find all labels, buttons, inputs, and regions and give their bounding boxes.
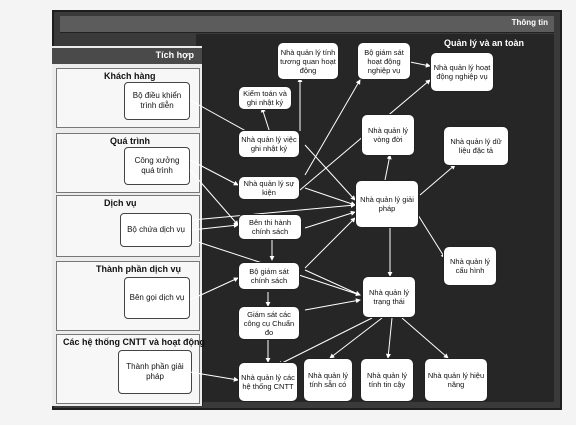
node-performance-manager: Nhà quản lý hiệu năng — [424, 358, 488, 402]
service-invoker-box: Bên gọi dịch vụ — [124, 277, 190, 319]
category-it-systems-label: Các hệ thống CNTT và hoạt động — [63, 337, 205, 347]
category-client-label: Khách hàng — [104, 71, 156, 81]
node-solution-manager: Nhà quản lý giải pháp — [355, 180, 419, 228]
node-diagnostic-tools: Giám sát các công cụ Chuẩn đo — [238, 306, 300, 340]
node-availability-manager: Nhà quản lý tính sẵn có — [303, 358, 353, 402]
presentation-controller-box: Bộ điều khiển trình diễn — [124, 82, 190, 120]
category-process-label: Quá trình — [110, 136, 150, 146]
node-metadata-manager: Nhà quản lý dữ liệu đặc tả — [443, 126, 509, 166]
node-reliability-manager: Nhà quản lý tính tin cậy — [360, 358, 414, 402]
node-state-manager: Nhà quản lý trạng thái — [362, 276, 416, 318]
category-service-component-label: Thành phần dịch vụ — [96, 264, 181, 274]
node-policy-enforcer: Bên thi hành chính sách — [238, 214, 302, 240]
integration-panel-header: Tích hợp — [52, 48, 202, 64]
service-container-box: Bộ chứa dịch vụ — [120, 213, 192, 247]
top-bar: Thông tin — [60, 16, 554, 33]
node-audit-logging: Kiểm toán và ghi nhật ký — [238, 86, 292, 110]
category-service-label: Dịch vụ — [104, 198, 137, 208]
integration-panel-title: Tích hợp — [155, 50, 194, 60]
top-bar-label: Thông tin — [511, 18, 548, 27]
node-lifecycle-manager: Nhà quản lý vòng đời — [361, 114, 415, 156]
node-business-monitor: Bộ giám sát hoạt động nghiệp vụ — [357, 42, 411, 80]
node-event-manager: Nhà quản lý sự kiện — [238, 176, 300, 200]
node-logging-manager: Nhà quản lý việc ghi nhật ký — [238, 130, 300, 158]
node-interaction-manager: Nhà quản lý tính tương quan hoạt động — [277, 42, 339, 80]
node-configuration-manager: Nhà quản lý cấu hình — [443, 246, 497, 286]
process-factory-box: Công xưởng quá trình — [124, 147, 190, 185]
management-panel-title: Quản lý và an toàn — [444, 38, 525, 48]
node-it-systems-manager: Nhà quản lý các hệ thống CNTT — [238, 362, 298, 402]
node-business-manager: Nhà quản lý hoạt động nghiệp vụ — [430, 52, 494, 92]
node-policy-monitor: Bộ giám sát chính sách — [238, 262, 300, 290]
solution-component-box: Thành phần giải pháp — [118, 350, 192, 394]
